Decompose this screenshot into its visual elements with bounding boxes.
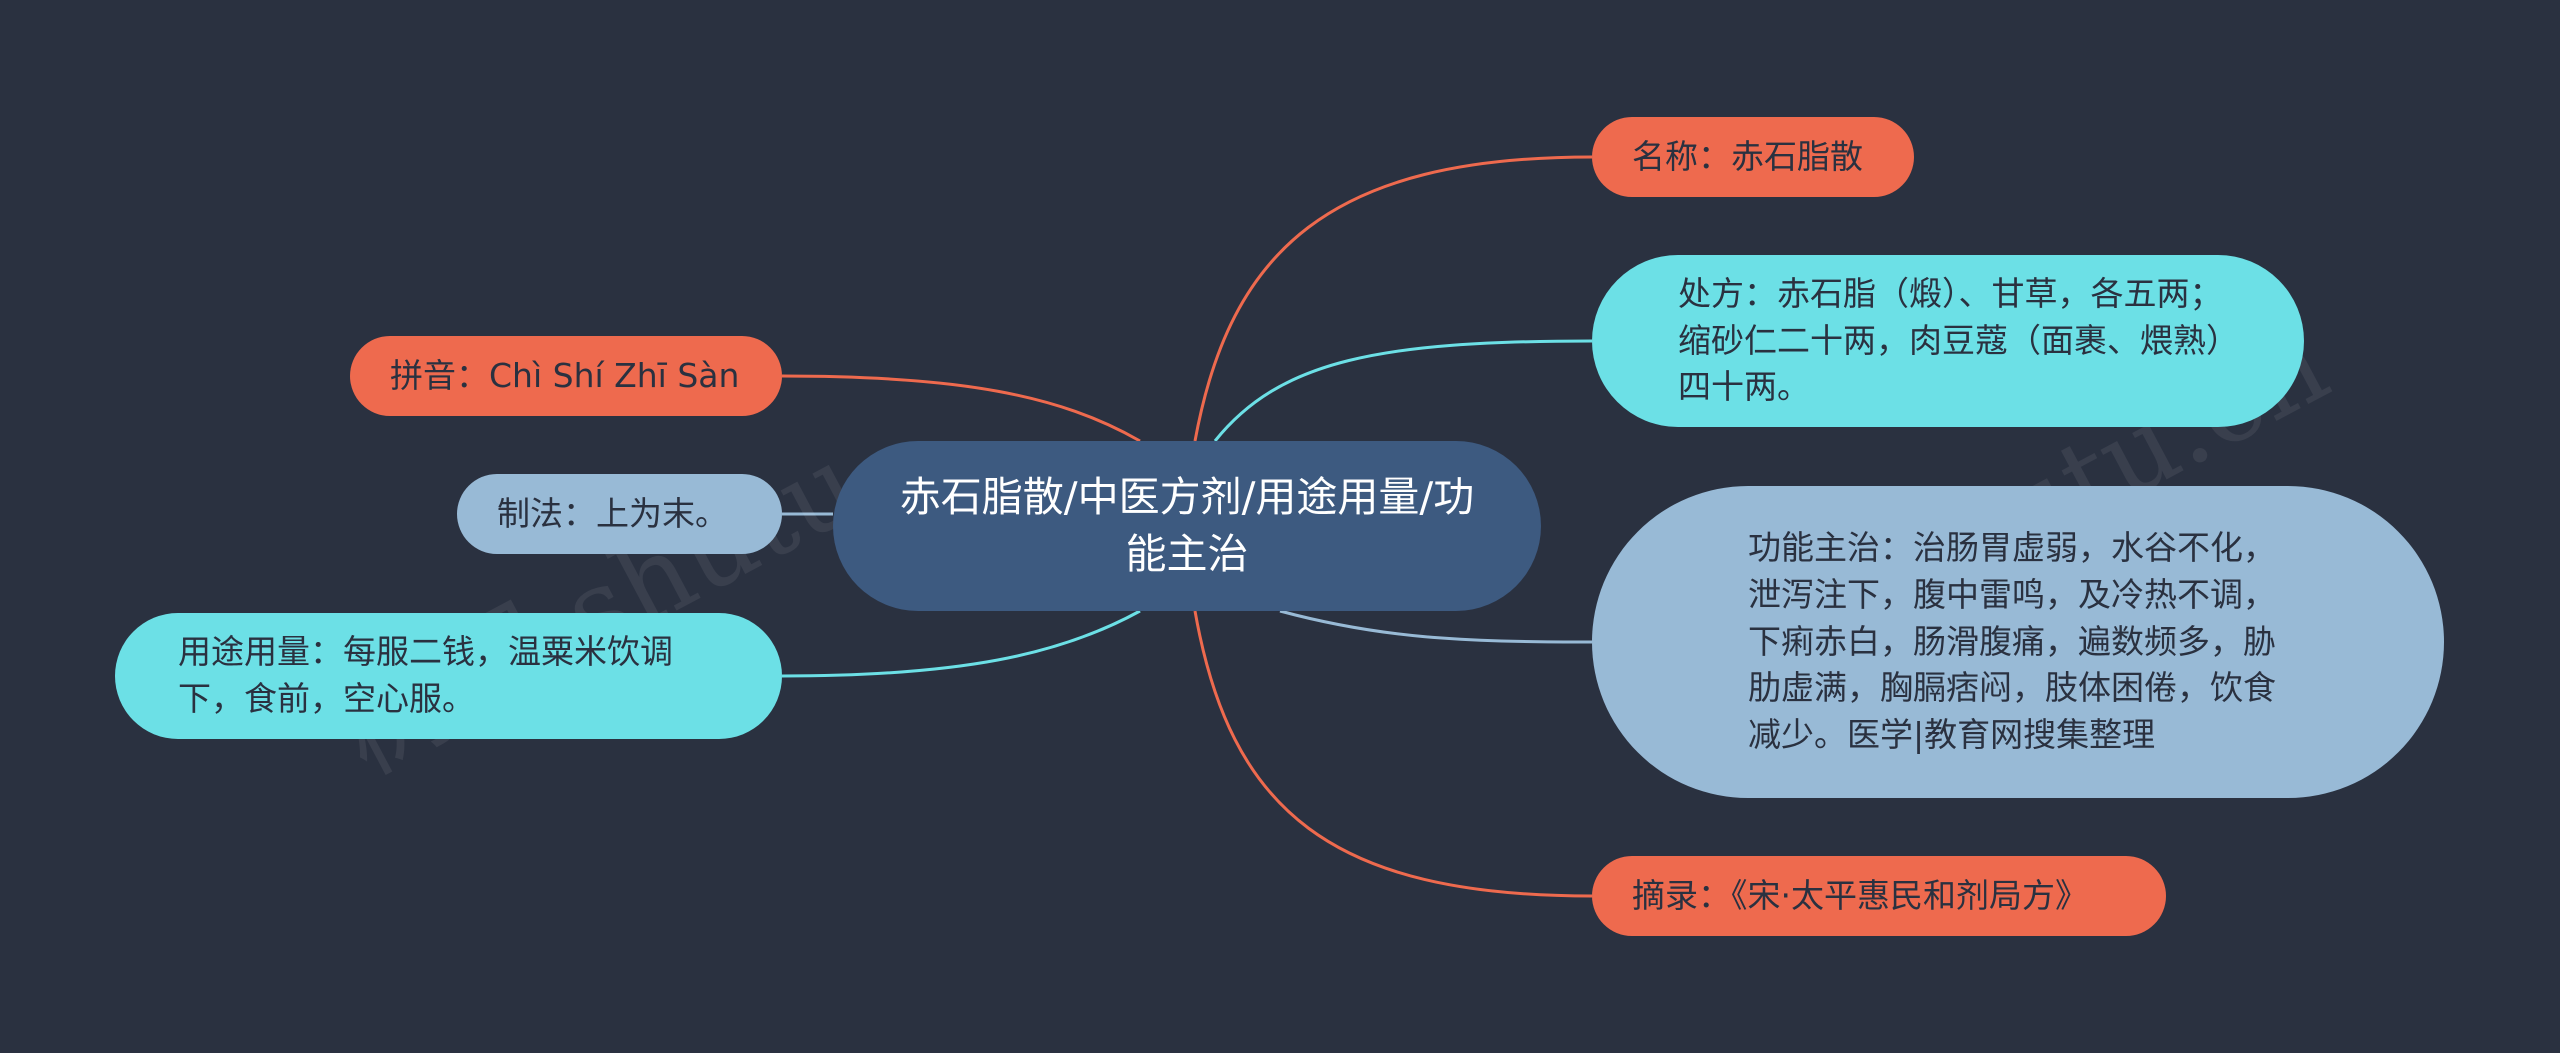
link-name [1193,155,1593,442]
node-name-label: 名称：赤石脂散 [1632,136,1863,176]
link-pinyin [781,374,1141,443]
node-function[interactable]: 功能主治：治肠胃虚弱，水谷不化，泄泻注下，腹中雷鸣，及冷热不调，下痢赤白，肠滑腹… [1592,486,2444,798]
link-usage [781,609,1141,678]
node-pinyin-label: 拼音：Chì Shí Zhī Sàn [390,355,740,395]
node-function-label: 功能主治：治肠胃虚弱，水谷不化，泄泻注下，腹中雷鸣，及冷热不调，下痢赤白，肠滑腹… [1748,527,2276,755]
node-usage-label: 用途用量：每服二钱，温粟米饮调下，食前，空心服。 [178,632,673,718]
node-source-label: 摘录：《宋·太平惠民和剂局方》 [1632,875,2088,915]
node-usage[interactable]: 用途用量：每服二钱，温粟米饮调下，食前，空心服。 [115,613,782,739]
central-topic[interactable]: 赤石脂散/中医方剂/用途用量/功能主治 [833,441,1541,611]
node-method[interactable]: 制法：上为末。 [457,474,782,554]
node-method-label: 制法：上为末。 [497,493,728,533]
link-prescription [1213,339,1593,442]
link-source [1193,610,1593,898]
central-topic-label: 赤石脂散/中医方剂/用途用量/功能主治 [899,473,1475,578]
node-prescription-label: 处方：赤石脂（煅）、甘草，各五两；缩砂仁二十两，肉豆蔻（面裹、煨熟）四十两。 [1678,273,2223,407]
node-source[interactable]: 摘录：《宋·太平惠民和剂局方》 [1592,856,2166,936]
node-prescription[interactable]: 处方：赤石脂（煅）、甘草，各五两；缩砂仁二十两，肉豆蔻（面裹、煨熟）四十两。 [1592,255,2304,427]
node-pinyin[interactable]: 拼音：Chì Shí Zhī Sàn [350,336,782,416]
link-function [1279,609,1593,644]
node-name[interactable]: 名称：赤石脂散 [1592,117,1914,197]
